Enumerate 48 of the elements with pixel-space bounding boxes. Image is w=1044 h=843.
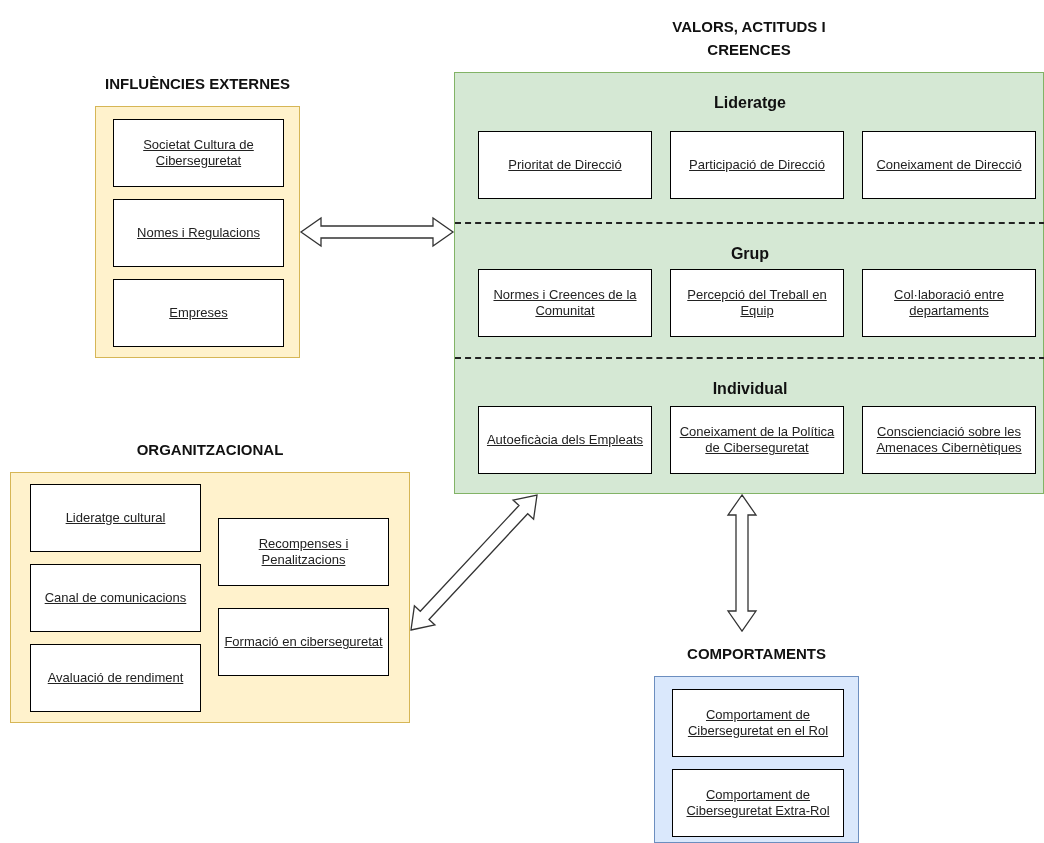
concept-box (218, 518, 389, 586)
concept-text: Coneixament de Direcció (876, 157, 1022, 173)
concept-box (478, 406, 652, 474)
concept-text: Societat Cultura de Ciberseguretat (142, 137, 255, 169)
band-heading: Individual (711, 379, 789, 399)
concept-text: Coneixament de la Política de Ciberseguretat (678, 424, 836, 456)
group-heading: VALORS, ACTITUDS I CREENCES (671, 17, 827, 60)
concept-text: Recompenses i Penalitzacions (257, 536, 350, 568)
concept-box (672, 689, 844, 757)
concept-box (218, 608, 389, 676)
group-heading: INFLUÈNCIES EXTERNES (104, 74, 291, 94)
concept-box (862, 269, 1036, 337)
concept-text: Autoeficàcia dels Empleats (486, 432, 644, 448)
group-heading: ORGANITZACIONAL (135, 440, 285, 460)
concept-text: Prioritat de Direcció (508, 157, 622, 173)
concept-text: Conscienciació sobre les Amenaces Cibernètiques (875, 424, 1023, 456)
concept-text: Nomes i Regulacions (137, 225, 260, 241)
concept-text: Comportament de Ciberseguretat Extra-Rol (685, 787, 831, 819)
band-heading: Grup (729, 244, 771, 264)
concept-text: Col·laboració entre departaments (893, 287, 1005, 319)
group-heading: COMPORTAMENTS (686, 644, 827, 664)
concept-box (30, 644, 201, 712)
concept-box (113, 279, 284, 347)
concept-box (30, 484, 201, 552)
band-heading: Lideratge (713, 93, 787, 113)
concept-text: Formació en ciberseguretat (224, 634, 383, 650)
concept-box (670, 406, 844, 474)
concept-text: Avaluació de rendiment (47, 670, 184, 686)
double-arrow (726, 493, 758, 633)
concept-text: Percepció del Treball en Equip (686, 287, 828, 319)
concept-text: Comportament de Ciberseguretat en el Rol (686, 707, 830, 739)
concept-text: Participació de Direcció (689, 157, 825, 173)
concept-box (113, 199, 284, 267)
double-arrow (299, 216, 455, 248)
concept-box (862, 131, 1036, 199)
concept-text: Canal de comunicacions (44, 590, 187, 606)
concept-box (862, 406, 1036, 474)
concept-text: Empreses (169, 305, 228, 321)
concept-box (478, 269, 652, 337)
concept-box (478, 131, 652, 199)
concept-box (672, 769, 844, 837)
concept-box (670, 269, 844, 337)
concept-box (670, 131, 844, 199)
double-arrow (410, 494, 538, 631)
concept-box (113, 119, 284, 187)
concept-box (30, 564, 201, 632)
concept-text: Normes i Creences de la Comunitat (492, 287, 638, 319)
concept-text: Lideratge cultural (65, 510, 166, 526)
